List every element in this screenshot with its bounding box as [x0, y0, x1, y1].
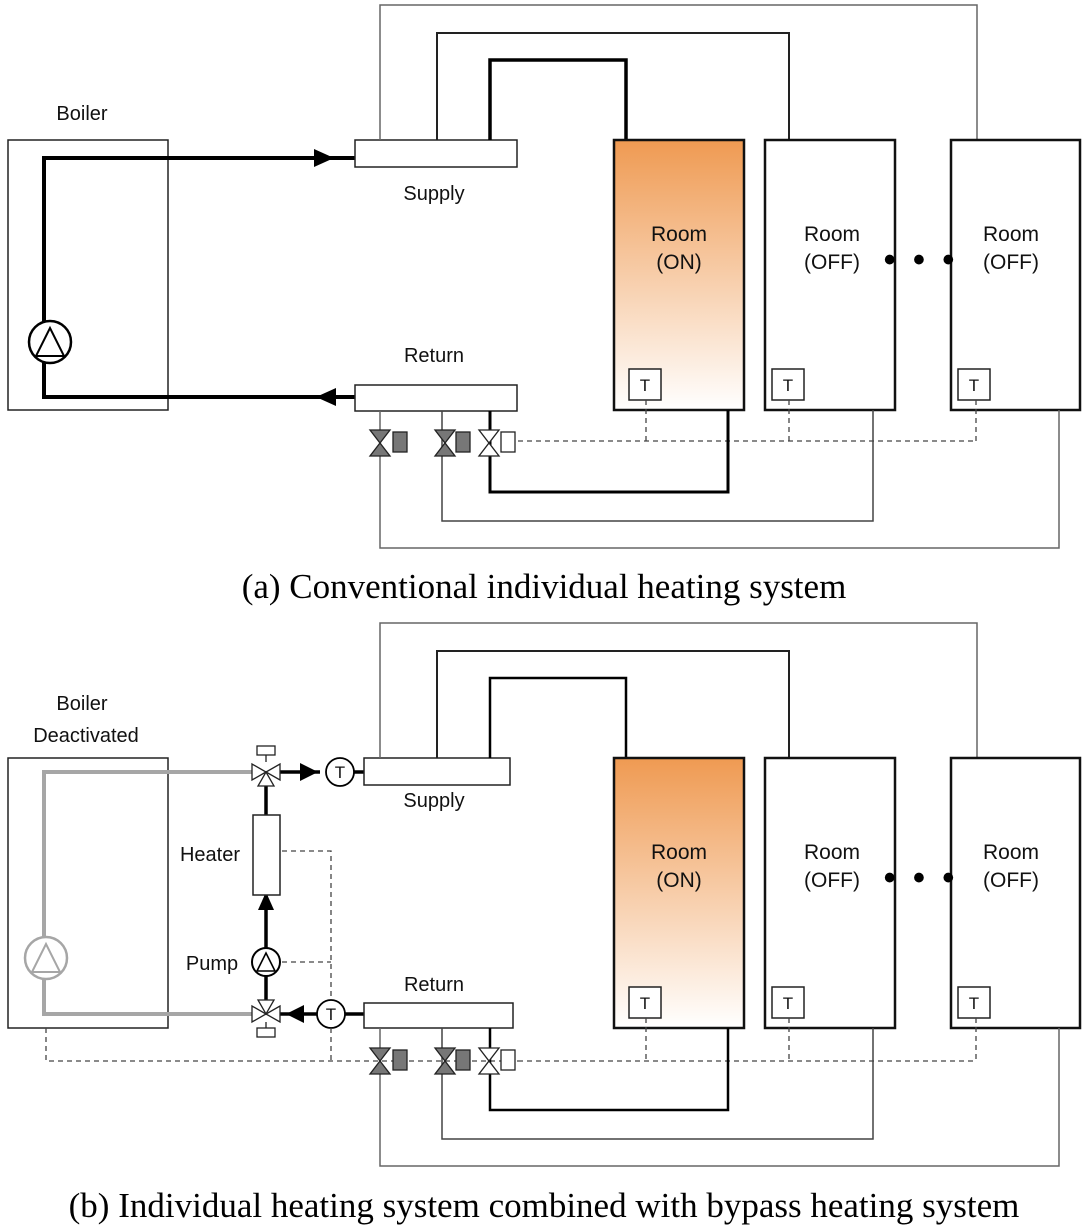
caption-a: (a) Conventional individual heating syst…	[242, 567, 847, 606]
heater-element	[252, 814, 281, 896]
boiler-supply-pipe-inactive	[42, 770, 252, 938]
thermostat-label: T	[783, 994, 793, 1013]
sensor-label: T	[326, 1005, 336, 1024]
thermostat-icon	[957, 368, 991, 401]
boiler-return-pipe	[42, 362, 355, 399]
return-label: Return	[404, 345, 464, 367]
boiler-pump-icon-inactive	[23, 935, 69, 981]
boiler-label: Boiler	[56, 693, 107, 715]
return-arrow-icon	[286, 1005, 304, 1023]
thermostat-label: T	[969, 994, 979, 1013]
more-rooms-ellipsis: • • •	[884, 859, 959, 897]
thermostat-icon	[628, 368, 662, 401]
thermostat-icon	[957, 986, 991, 1019]
room-name: Room	[804, 223, 860, 246]
valve-closed-icon	[368, 1047, 408, 1075]
thermostat-icon	[628, 986, 662, 1019]
sensor-label: T	[335, 763, 345, 782]
room-name: Room	[804, 841, 860, 864]
return-manifold	[363, 1002, 514, 1029]
room-state: (ON)	[656, 251, 702, 274]
heater-label: Heater	[180, 844, 240, 866]
supply-arrow-icon	[314, 149, 334, 167]
return-arrow-icon	[316, 388, 336, 406]
valve-closed-icon	[368, 429, 408, 457]
supply-pipe-room3	[379, 622, 978, 758]
return-manifold	[354, 384, 518, 412]
supply-pipe-room2	[436, 650, 790, 758]
supply-label: Supply	[403, 790, 464, 812]
three-way-valve-icon	[251, 999, 281, 1038]
bypass-pump-icon	[251, 947, 281, 977]
more-rooms-ellipsis: • • •	[884, 241, 959, 279]
thermostat-label: T	[969, 376, 979, 395]
supply-arrow-icon	[300, 763, 318, 781]
supply-temperature-sensor-icon	[325, 757, 355, 787]
valve-open-icon	[477, 1047, 516, 1075]
supply-pipe-room1	[488, 58, 628, 140]
room-off-1	[763, 138, 897, 412]
boiler-supply-pipe	[42, 156, 355, 322]
bypass-control-signal-line	[45, 850, 518, 1062]
supply-pipe-room2	[436, 32, 790, 140]
room-state: (ON)	[656, 869, 702, 892]
boiler-deactivated-label: Deactivated	[33, 725, 139, 747]
room-on	[612, 138, 746, 412]
room-name: Room	[651, 223, 707, 246]
return-pipe-room2	[441, 410, 874, 522]
supply-pipe-room1	[488, 676, 628, 758]
thermostat-label: T	[783, 376, 793, 395]
room-name: Room	[651, 841, 707, 864]
supply-label: Supply	[403, 183, 464, 205]
thermostat-icon	[771, 986, 805, 1019]
return-pipe-room1	[488, 410, 730, 494]
boiler-box	[7, 757, 169, 1029]
return-label: Return	[404, 974, 464, 996]
room-off-2	[949, 138, 1082, 412]
three-way-valve-icon	[251, 745, 281, 787]
boiler-return-pipe-inactive	[42, 978, 252, 1016]
return-pipe-room3	[379, 410, 1060, 549]
boiler-pump-icon	[27, 319, 73, 365]
room-off-2	[949, 756, 1082, 1030]
sensor-link-pipe	[342, 770, 364, 1016]
thermostat-icon	[771, 368, 805, 401]
return-pipe-room3	[379, 1028, 1060, 1167]
return-pipe-room2	[441, 1028, 874, 1140]
room-state: (OFF)	[983, 869, 1039, 892]
thermostat-label: T	[640, 376, 650, 395]
valve-open-icon	[477, 429, 516, 457]
room-off-1	[763, 756, 897, 1030]
panel-a: Boiler Supply Return Room (ON) Room (OFF…	[7, 4, 1082, 606]
caption-b: (b) Individual heating system combined w…	[69, 1186, 1020, 1225]
boiler-box	[7, 139, 169, 411]
pump-label: Pump	[186, 953, 238, 975]
room-on	[612, 756, 746, 1030]
supply-pipe-room3	[379, 4, 978, 140]
panel-b: Boiler Deactivated	[7, 622, 1082, 1225]
boiler-label: Boiler	[56, 103, 107, 125]
thermostat-label: T	[640, 994, 650, 1013]
supply-manifold	[363, 757, 511, 786]
return-pipe-room1	[488, 1028, 730, 1112]
valve-closed-icon	[433, 429, 471, 457]
supply-manifold	[354, 139, 518, 168]
valve-closed-icon	[433, 1047, 471, 1075]
flow-arrow-icon	[258, 892, 274, 910]
control-signal-line	[518, 1018, 977, 1062]
room-state: (OFF)	[804, 869, 860, 892]
room-name: Room	[983, 841, 1039, 864]
room-state: (OFF)	[983, 251, 1039, 274]
room-state: (OFF)	[804, 251, 860, 274]
control-signal-line	[518, 400, 977, 442]
room-name: Room	[983, 223, 1039, 246]
